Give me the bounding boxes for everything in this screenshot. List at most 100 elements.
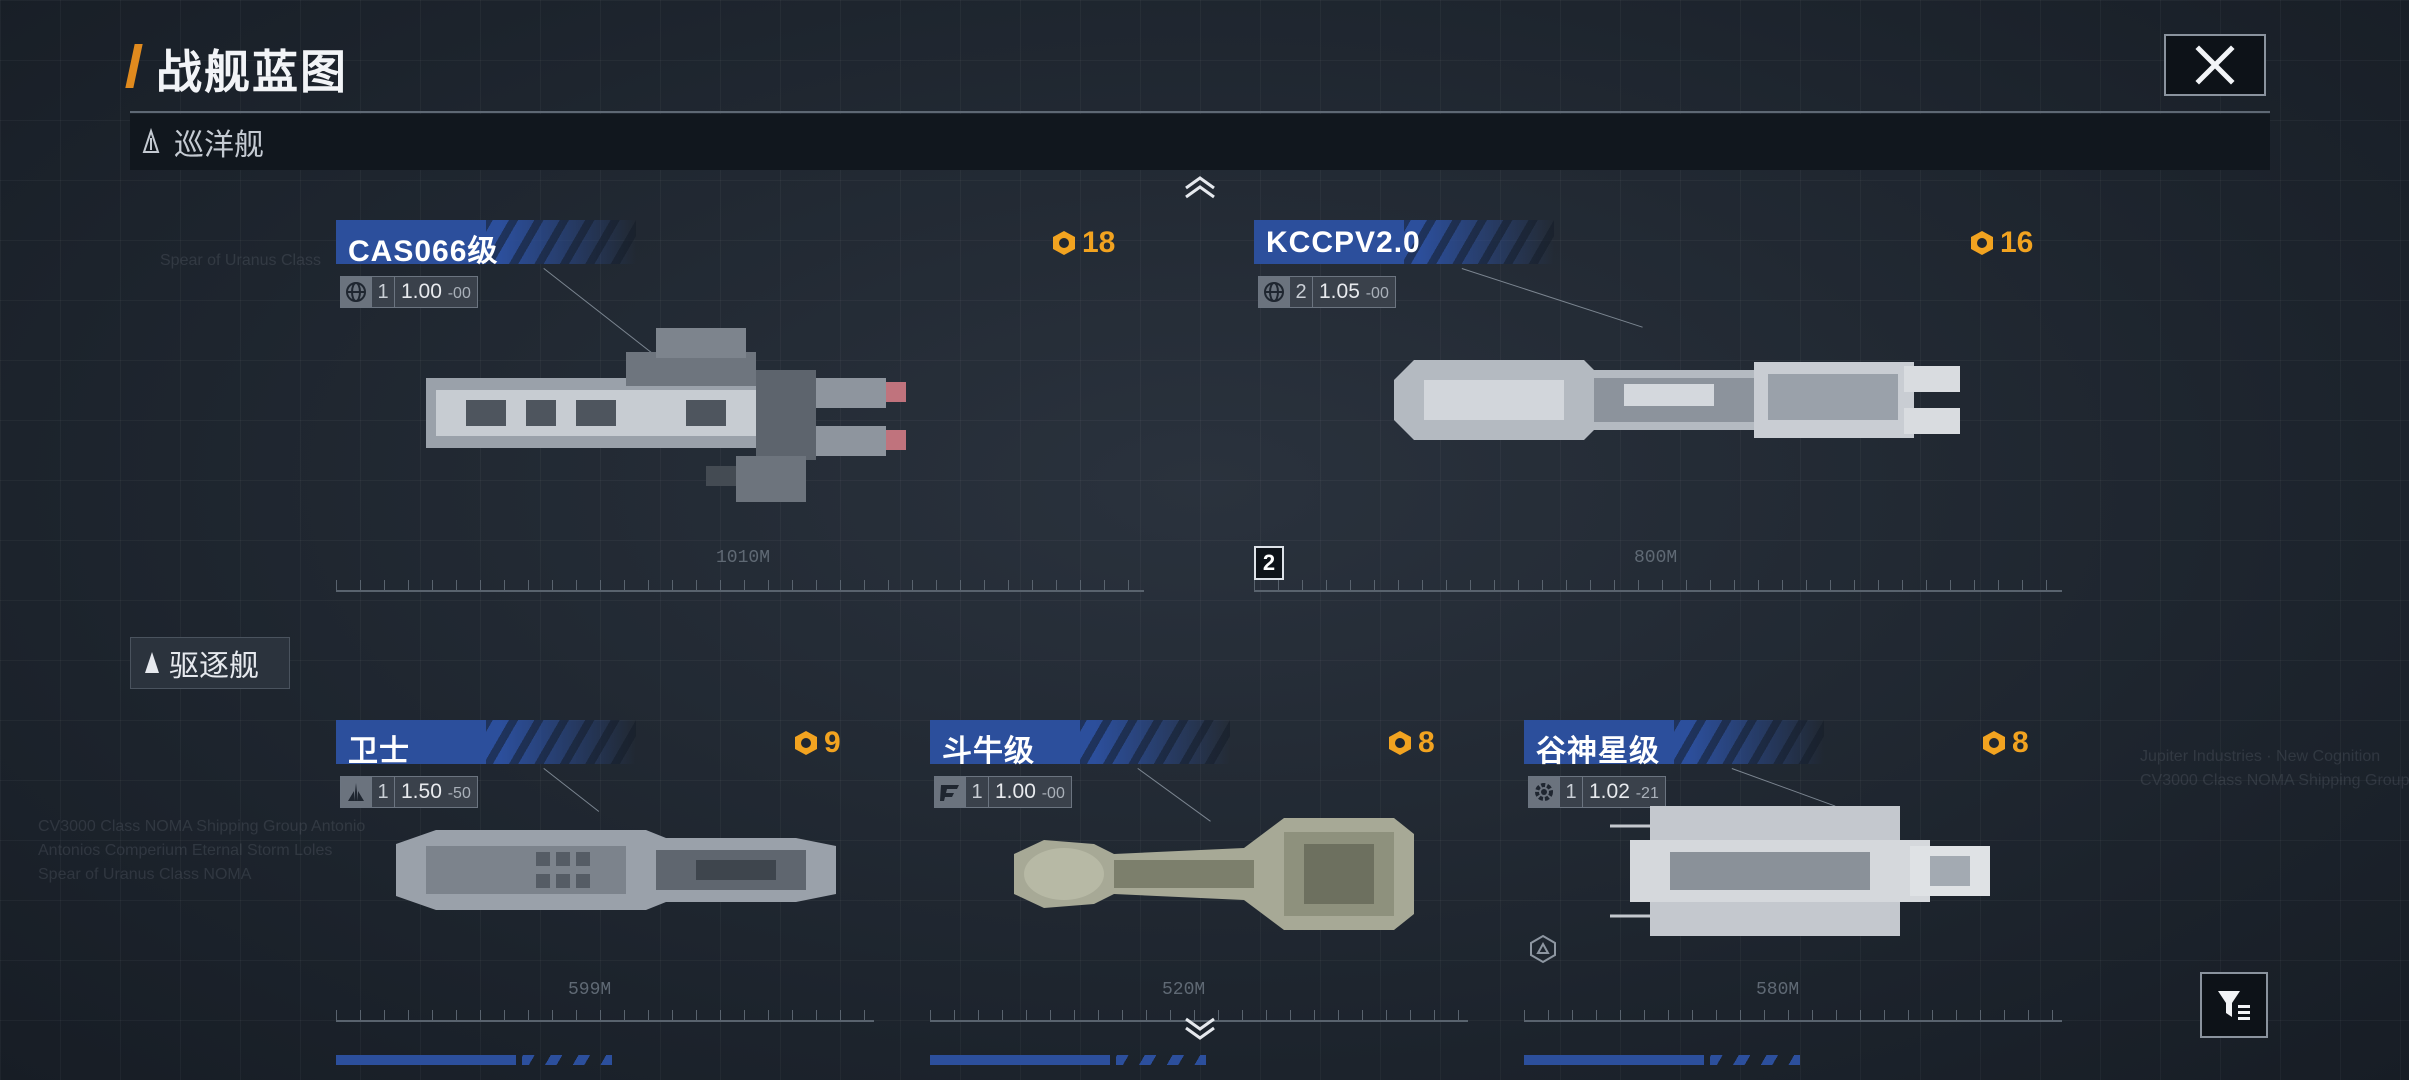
card-header: 斗牛级 (930, 720, 1230, 768)
length-ruler (336, 576, 1144, 592)
ship-card-ceres[interactable]: 谷神星级 8 1 1.02 -21 580M (1524, 720, 2064, 1022)
cost-icon (1389, 731, 1411, 755)
ship-stats: 2 1.05 -00 (1258, 276, 1396, 308)
category-header-cruiser[interactable]: 巡洋舰 (130, 114, 2270, 170)
ship-name: CAS066级 (348, 235, 499, 268)
chevron-down-icon (1185, 1017, 1215, 1040)
leader-line (543, 768, 600, 812)
background-lore-text: CV3000 Class NOMA Shipping Group (2140, 772, 2409, 789)
ship-name: KCCPV2.0 (1266, 226, 1421, 259)
ship-tier: 1 (965, 777, 989, 807)
ship-stats: 1 1.50 -50 (340, 776, 478, 808)
ship-stat-sub: -21 (1635, 785, 1659, 802)
cost-value: 8 (2012, 726, 2029, 759)
cost-icon (1053, 231, 1075, 255)
length-ruler (1524, 1006, 2062, 1022)
cost-value: 9 (824, 726, 841, 759)
ship-card-bullfight[interactable]: 斗牛级 8 1 1.00 -00 520M (930, 720, 1470, 1022)
ship-length: 800M (1634, 548, 1678, 568)
page-title: 战舰蓝图 (156, 46, 348, 98)
card-header: 谷神星级 (1524, 720, 1824, 768)
ship-stat-sub: -00 (1365, 285, 1389, 302)
background-lore-text: Jupiter Industries · New Cognition (2140, 748, 2381, 765)
wing-icon (348, 783, 364, 801)
ship-stat-sub: -50 (447, 785, 471, 802)
card-header: 卫士 (336, 720, 636, 768)
ship-stat-sub: -00 (447, 285, 471, 302)
cost-icon (795, 731, 817, 755)
ship-image (1610, 796, 1990, 946)
gear-icon (1535, 783, 1553, 801)
ship-tier: 1 (371, 277, 395, 307)
category-label: 驱逐舰 (169, 650, 259, 683)
category-tab-destroyer[interactable]: 驱逐舰 (130, 637, 290, 689)
category-label: 巡洋舰 (174, 129, 264, 162)
background-lore-text: Spear of Uranus Class NOMA (38, 866, 252, 883)
ship-stat-value: 1.50 (401, 780, 442, 803)
cost-badge: 18 (1050, 226, 1115, 260)
card-header: KCCPV2.0 (1254, 220, 1554, 264)
next-card-strip (930, 1055, 1230, 1065)
scroll-up-button[interactable] (1182, 176, 1218, 205)
length-ruler (336, 1006, 874, 1022)
title-accent-bar (125, 44, 143, 88)
ship-image (426, 316, 1026, 506)
cost-value: 8 (1418, 726, 1435, 759)
ship-length: 520M (1162, 980, 1206, 1000)
cost-icon (1983, 731, 2005, 755)
filter-button[interactable] (2200, 972, 2268, 1038)
chevron-up-icon (1185, 176, 1215, 199)
ship-card-cas066[interactable]: CAS066级 18 1 1.00 -00 1010M (336, 220, 1146, 592)
background-lore-text: Spear of Uranus Class (160, 252, 321, 269)
globe-icon (346, 282, 366, 302)
cost-badge: 8 (1980, 726, 2029, 760)
close-button[interactable] (2164, 34, 2266, 96)
ship-stat-value: 1.05 (1319, 280, 1360, 303)
ship-class-icon (142, 127, 160, 153)
leader-line (1461, 268, 1643, 328)
manufacturer-icon (940, 785, 959, 801)
ship-image (1394, 340, 1974, 460)
next-card-strip (336, 1055, 636, 1065)
close-icon (2195, 45, 2235, 85)
length-ruler (930, 1006, 1468, 1022)
ship-image (396, 824, 846, 914)
ship-name: 卫士 (348, 735, 410, 768)
cost-value: 16 (2000, 226, 2034, 259)
card-header: CAS066级 (336, 220, 636, 268)
ship-card-guardian[interactable]: 卫士 9 1 1.50 -50 599M (336, 720, 876, 1022)
ship-image (1004, 804, 1414, 944)
ship-tier: 1 (1559, 777, 1583, 807)
ship-length: 599M (568, 980, 612, 1000)
globe-icon (1264, 282, 1284, 302)
cost-value: 18 (1082, 226, 1116, 259)
cost-badge: 8 (1386, 726, 1435, 760)
hexagon-marker-icon (1528, 934, 1558, 969)
ship-length: 1010M (716, 548, 771, 568)
ship-stat-value: 1.02 (1589, 780, 1630, 803)
next-card-strip (1524, 1055, 1824, 1065)
ship-length: 580M (1756, 980, 1800, 1000)
ship-stat-value: 1.00 (995, 780, 1036, 803)
header-divider (130, 111, 2270, 113)
ship-tier: 2 (1289, 277, 1313, 307)
ship-stats: 1 1.00 -00 (340, 276, 478, 308)
background-lore-text: Antonios Comperium Eternal Storm Loles (38, 842, 333, 859)
ship-card-kccpv[interactable]: KCCPV2.0 16 2 1.05 -00 800M (1254, 220, 2064, 592)
scroll-down-button[interactable] (1182, 1016, 1218, 1045)
cost-badge: 9 (792, 726, 841, 760)
ship-stats: 1 1.00 -00 (934, 776, 1072, 808)
filter-icon (2218, 991, 2250, 1020)
ship-class-icon (145, 652, 159, 673)
ship-name: 斗牛级 (942, 735, 1035, 768)
cost-badge: 16 (1968, 226, 2033, 260)
ship-stat-sub: -00 (1041, 785, 1065, 802)
background-lore-text: CV3000 Class NOMA Shipping Group Antonio (38, 818, 366, 835)
ship-stat-value: 1.00 (401, 280, 442, 303)
ship-tier: 1 (371, 777, 395, 807)
ship-stats: 1 1.02 -21 (1528, 776, 1666, 808)
length-ruler (1254, 576, 2062, 592)
cost-icon (1971, 231, 1993, 255)
ship-name: 谷神星级 (1536, 735, 1660, 768)
slot-badge: 2 (1254, 546, 1284, 580)
